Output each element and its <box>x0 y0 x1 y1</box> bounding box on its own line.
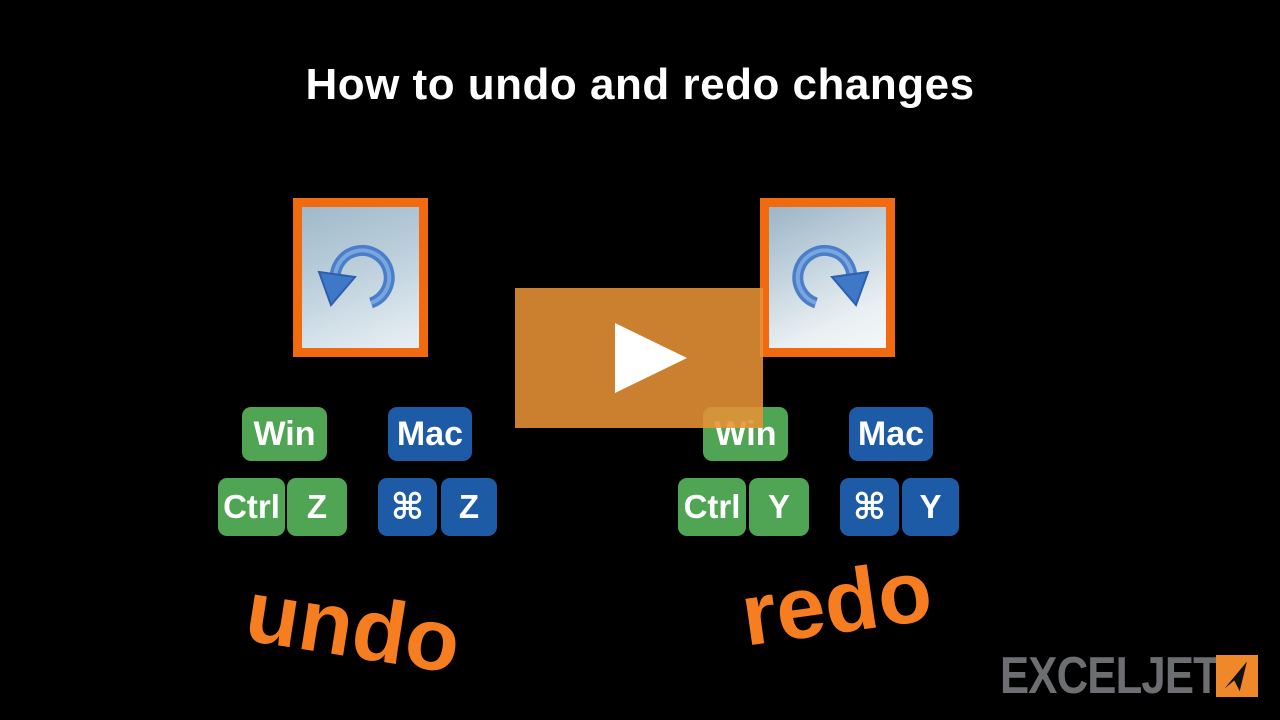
undo-ctrl-key-badge: Ctrl <box>218 478 285 536</box>
undo-z-key-badge-win: Z <box>287 478 347 536</box>
play-button[interactable] <box>515 288 763 428</box>
play-icon <box>615 323 687 393</box>
undo-arrow-icon <box>317 245 395 309</box>
redo-mac-platform-badge: Mac <box>849 407 933 461</box>
redo-icon-box <box>760 198 895 357</box>
exceljet-logo: EXCELJET <box>1000 650 1261 702</box>
exceljet-logo-text: EXCELJET <box>1000 647 1220 705</box>
redo-y-key-badge-mac: Y <box>902 478 959 536</box>
redo-command-key-badge: ⌘ <box>840 478 899 536</box>
redo-arrow-icon <box>792 245 870 309</box>
undo-icon-box <box>293 198 428 357</box>
redo-ctrl-key-badge: Ctrl <box>678 478 746 536</box>
command-icon: ⌘ <box>390 486 425 528</box>
page-title: How to undo and redo changes <box>305 60 975 109</box>
undo-command-key-badge: ⌘ <box>378 478 437 536</box>
redo-y-key-badge-win: Y <box>749 478 809 536</box>
undo-mac-platform-badge: Mac <box>388 407 472 461</box>
undo-z-key-badge-mac: Z <box>441 478 497 536</box>
redo-caption: redo <box>735 539 938 665</box>
command-icon: ⌘ <box>852 486 887 528</box>
paper-plane-icon <box>1216 655 1258 697</box>
undo-win-platform-badge: Win <box>242 407 327 461</box>
undo-caption: undo <box>239 560 468 693</box>
